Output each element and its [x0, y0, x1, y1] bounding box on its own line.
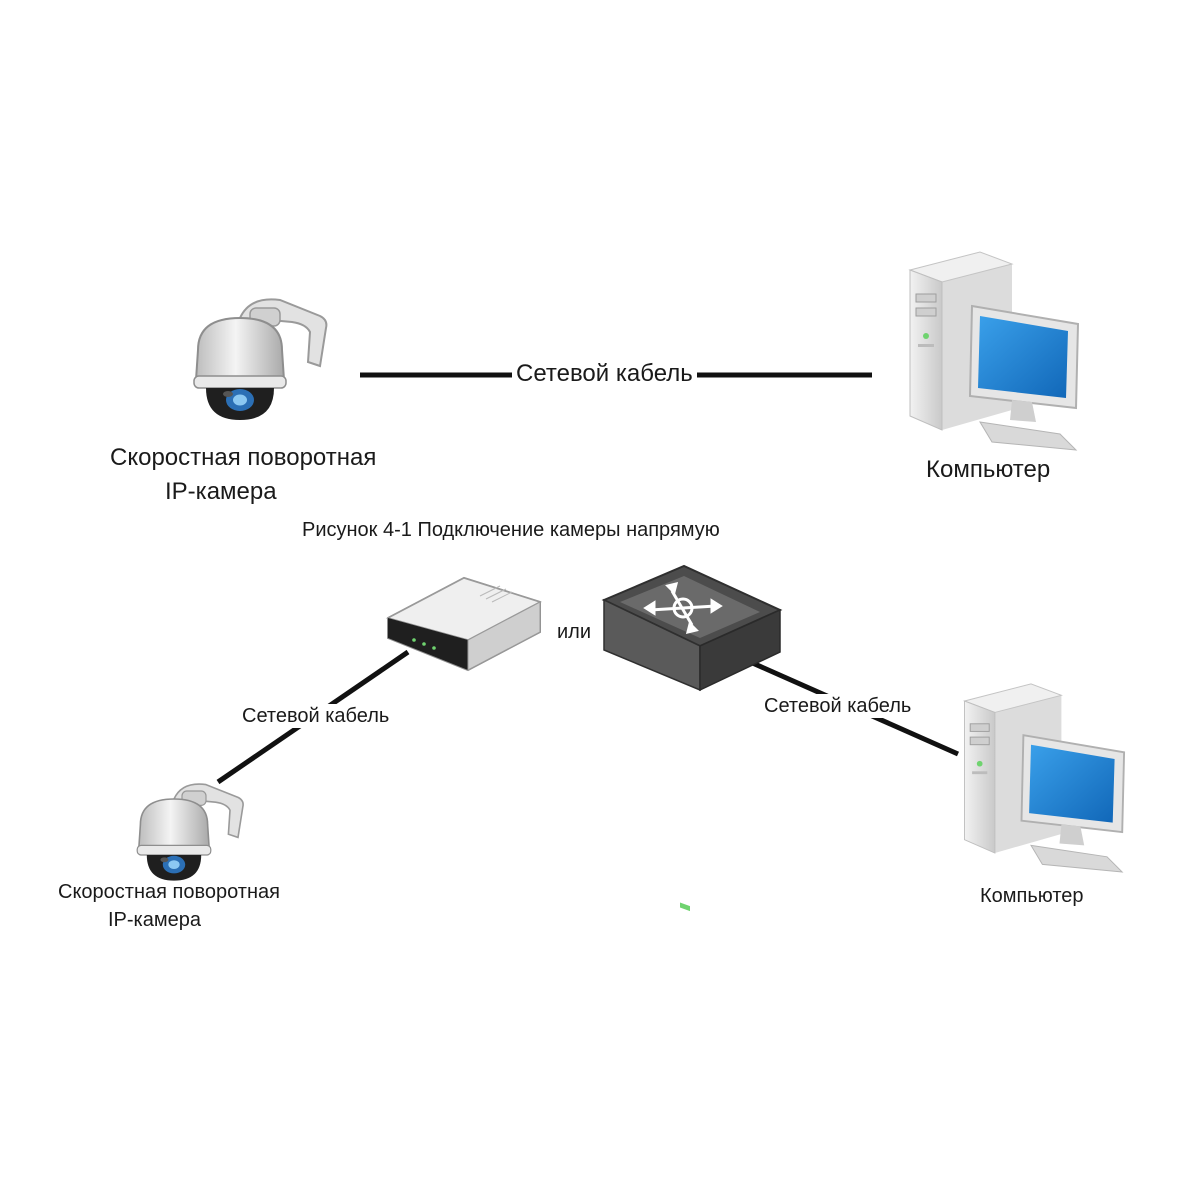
- fig2-camera-label-line1: Скоростная поворотная: [58, 881, 280, 903]
- fig2-camera-label-line2: IP-камера: [108, 909, 201, 931]
- fig1-caption: Рисунок 4-1 Подключение камеры напрямую: [302, 519, 720, 541]
- fig1-computer: [909, 251, 1079, 451]
- fig2-camera: [136, 783, 244, 882]
- fig2-or-label: или: [557, 621, 592, 643]
- network-switch-icon: [601, 564, 783, 912]
- fig2-cable-left-label: Сетевой кабель: [238, 704, 394, 728]
- fig1-computer-label: Компьютер: [926, 456, 1051, 483]
- fig2-cable-right-label: Сетевой кабель: [760, 694, 916, 718]
- fig2-computer: [963, 682, 1126, 873]
- fig2-computer-label: Компьютер: [980, 885, 1084, 907]
- router-icon: [385, 576, 542, 672]
- fig1-camera-label-line2: IP-камера: [165, 478, 277, 505]
- fig1-cable-label: Сетевой кабель: [512, 360, 697, 389]
- fig1-camera-label-line1: Скоростная поворотная: [110, 444, 377, 471]
- fig1-camera: [193, 298, 328, 421]
